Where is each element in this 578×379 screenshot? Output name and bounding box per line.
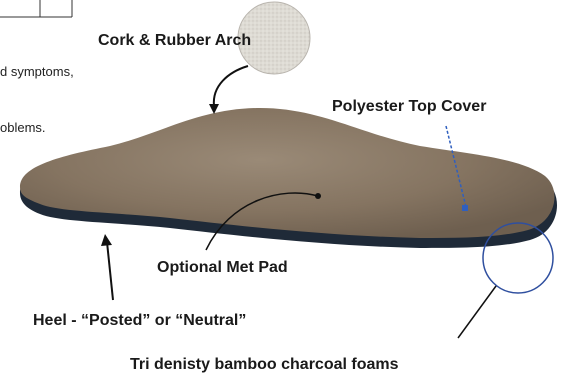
met-pad-label: Optional Met Pad: [157, 259, 288, 277]
partial-text-line-1: d symptoms,: [0, 64, 74, 79]
heel-arrowhead: [101, 234, 112, 246]
met-pad-dot: [315, 193, 321, 199]
heel-label: Heel - “Posted” or “Neutral”: [33, 312, 246, 330]
top-cover-label: Polyester Top Cover: [332, 98, 486, 116]
arch-arrow: [214, 66, 248, 106]
foam-leader: [458, 286, 496, 338]
heel-arrow-shaft: [107, 242, 113, 300]
table-fragment: [0, 0, 72, 17]
partial-text-line-2: oblems.: [0, 120, 46, 135]
foams-label: Tri denisty bamboo charcoal foams: [130, 356, 399, 374]
arch-label: Cork & Rubber Arch: [98, 32, 251, 50]
top-cover-marker: [462, 205, 468, 211]
